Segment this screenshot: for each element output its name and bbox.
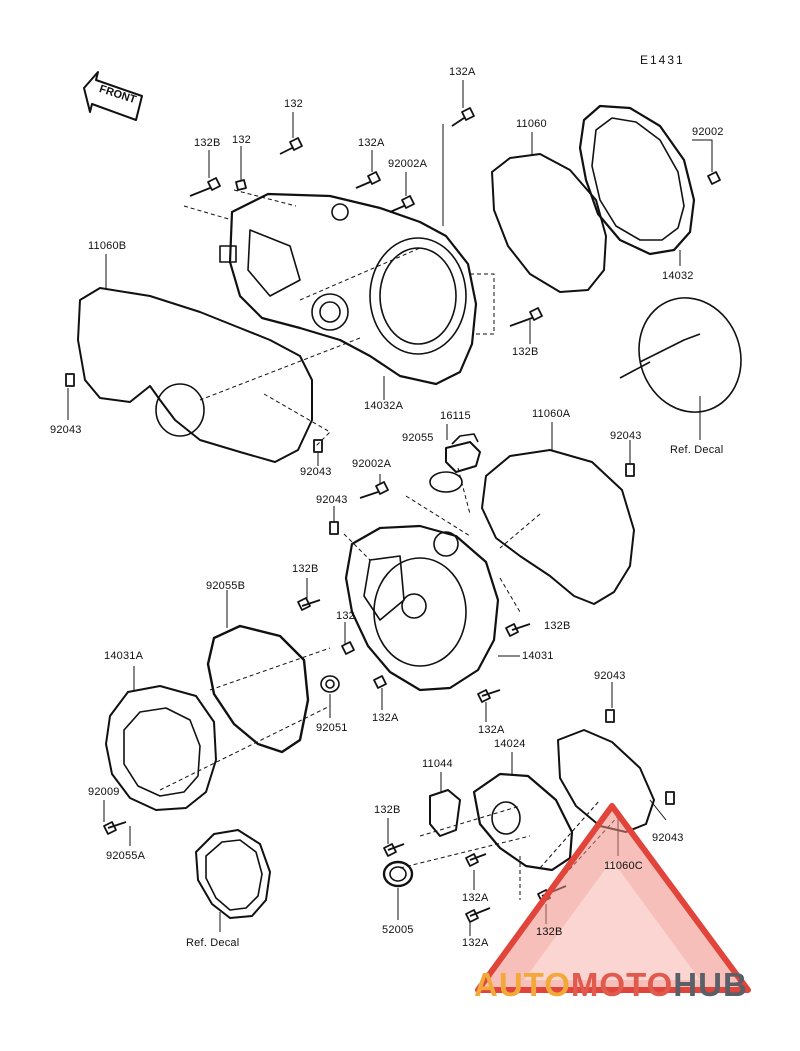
label-92009: 92009 (88, 786, 120, 798)
cover-14031a (105, 685, 217, 811)
watermark-part3: HUB (673, 966, 748, 1003)
clutch-cover-14032a (219, 192, 478, 386)
front-arrow-icon: FRONT (83, 71, 143, 121)
label-132-low: 132 (336, 610, 355, 622)
label-132b-center: 132B (544, 620, 571, 632)
label-14032a: 14032A (364, 400, 404, 412)
label-132a-low: 132A (372, 712, 399, 724)
label-14032: 14032 (662, 270, 694, 282)
label-132a-cover: 132A (358, 137, 385, 149)
gasket-11060 (491, 153, 607, 293)
label-92051: 92051 (316, 722, 348, 734)
label-11044: 11044 (422, 758, 453, 770)
label-11060c: 11060C (604, 860, 643, 872)
label-132b-b: 132B (536, 926, 563, 938)
label-92002: 92002 (692, 126, 724, 138)
watermark-part1: AUTO (474, 966, 571, 1003)
label-92043-right: 92043 (610, 430, 642, 442)
label-132a-low2: 132A (478, 724, 505, 736)
label-11060b: 11060B (88, 240, 127, 252)
label-132b-bottom: 132B (374, 804, 401, 816)
cover-14032 (578, 104, 696, 256)
label-132-top: 132 (284, 98, 303, 110)
bracket-11044 (429, 789, 461, 837)
plug-16115 (445, 433, 481, 473)
label-92043-mid: 92043 (300, 466, 332, 478)
cover-14024 (472, 772, 574, 872)
ref-decal-right (619, 297, 742, 413)
label-11060a: 11060A (532, 408, 571, 420)
label-92043-center: 92043 (316, 494, 348, 506)
oring-92055 (429, 471, 463, 493)
gasket-11060a (481, 449, 635, 605)
label-132b-top: 132B (194, 137, 221, 149)
label-92055: 92055 (402, 432, 434, 444)
cover-14031 (344, 524, 500, 692)
label-132a-b2: 132A (462, 937, 489, 949)
label-92002a-mid: 92002A (352, 458, 392, 470)
label-92002a-top: 92002A (388, 158, 428, 170)
ref-decal-bottom-label: Ref. Decal (186, 937, 240, 949)
label-11060-top: 11060 (516, 118, 547, 130)
label-132b-right: 132B (512, 346, 539, 358)
label-92055a: 92055A (106, 850, 146, 862)
label-14031: 14031 (522, 650, 554, 662)
label-132-mid: 132 (232, 134, 251, 146)
gasket-11060b (77, 287, 313, 463)
label-92055b: 92055B (206, 580, 246, 592)
ref-decal-right-label: Ref. Decal (670, 444, 724, 456)
watermark-logo-icon (475, 803, 751, 993)
label-132a-top: 132A (449, 66, 476, 78)
label-92043-left: 92043 (50, 424, 82, 436)
oring-92055b (206, 624, 310, 754)
label-16115: 16115 (440, 410, 471, 422)
watermark-part2: MOTO (570, 966, 674, 1003)
bolt-icons (65, 107, 721, 923)
diagram-id: E1431 (640, 53, 685, 67)
label-14031a: 14031A (104, 650, 144, 662)
label-92043-bottom: 92043 (652, 832, 684, 844)
watermark-text: AUTOMOTOHUB (474, 966, 748, 1004)
label-92043-lowright: 92043 (594, 670, 626, 682)
gasket-11060b-opening (155, 383, 205, 437)
ref-decal-bottom (195, 829, 271, 919)
seal-52005 (382, 860, 414, 888)
label-14024: 14024 (494, 738, 526, 750)
seal-92051 (320, 675, 340, 693)
gasket-11060c (557, 729, 655, 833)
label-52005: 52005 (382, 924, 414, 936)
label-132b-left: 132B (292, 563, 319, 575)
label-132a-b1: 132A (462, 892, 489, 904)
